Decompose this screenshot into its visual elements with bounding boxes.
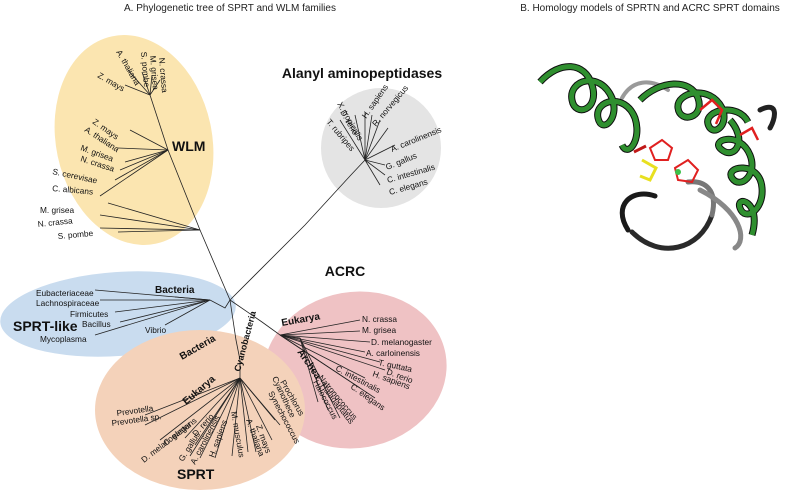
tree-branches	[94, 69, 396, 459]
species-label: Vibrio	[145, 325, 166, 335]
species-label: N. crassa	[157, 57, 170, 93]
coil-strand	[757, 104, 777, 131]
sprt-group-shape	[95, 330, 305, 490]
helix-ribbon	[638, 81, 751, 133]
species-label: A. carloinensis	[366, 348, 420, 358]
coil-strand	[619, 191, 658, 233]
helix-ribbon	[538, 64, 640, 152]
active-site-residue	[648, 138, 674, 161]
bacteria-sprt-like-label: Bacteria	[155, 285, 195, 296]
species-label: Lachnospiraceae	[36, 298, 100, 308]
species-label: N. crassa	[37, 215, 73, 229]
species-label: D. melanogaster	[371, 337, 432, 347]
species-label: Mycoplasma	[40, 334, 87, 344]
species-label: C. albicans	[52, 183, 94, 197]
panel-a-title: A. Phylogenetic tree of SPRT and WLM fam…	[124, 3, 336, 14]
active-site-residue	[633, 144, 647, 154]
coil-strand	[685, 179, 716, 218]
sprt-group-label: SPRT	[177, 466, 215, 482]
species-label: Bacillus	[82, 319, 111, 329]
species-label: M. grisea	[40, 205, 75, 215]
active-site-residue	[739, 126, 760, 141]
coil-strand	[629, 212, 715, 251]
acrc-group-shape	[263, 291, 447, 449]
coil-strand	[697, 187, 744, 251]
protein-model	[537, 63, 777, 251]
alanyl-group-label: Alanyl aminopeptidases	[282, 65, 442, 81]
species-label: M. grisea	[148, 55, 161, 90]
wlm-group-shape	[54, 35, 214, 245]
species-label: N. crassa	[362, 314, 397, 324]
acrc-group-label: ACRC	[325, 263, 365, 279]
zinc-ion	[675, 169, 681, 175]
species-label: Firmicutes	[70, 309, 108, 319]
active-site-residue	[639, 158, 658, 182]
panel-b-title: B. Homology models of SPRTN and ACRC SPR…	[520, 3, 780, 14]
species-label: S. pombe	[139, 51, 152, 88]
species-label: S. pombe	[57, 228, 94, 241]
active-site-residue	[699, 98, 724, 125]
species-label: Eubacteriaceae	[36, 288, 94, 298]
sprt-like-species: Eubacteriaceae Lachnospiraceae Firmicute…	[36, 288, 166, 344]
alanyl-group-shape	[321, 88, 441, 208]
helix-ribbon	[716, 118, 765, 236]
species-label: M. grisea	[362, 325, 397, 335]
active-site-residue	[673, 158, 700, 184]
sprt-like-group-label: SPRT-like	[13, 318, 78, 334]
wlm-group-label: WLM	[172, 138, 205, 154]
